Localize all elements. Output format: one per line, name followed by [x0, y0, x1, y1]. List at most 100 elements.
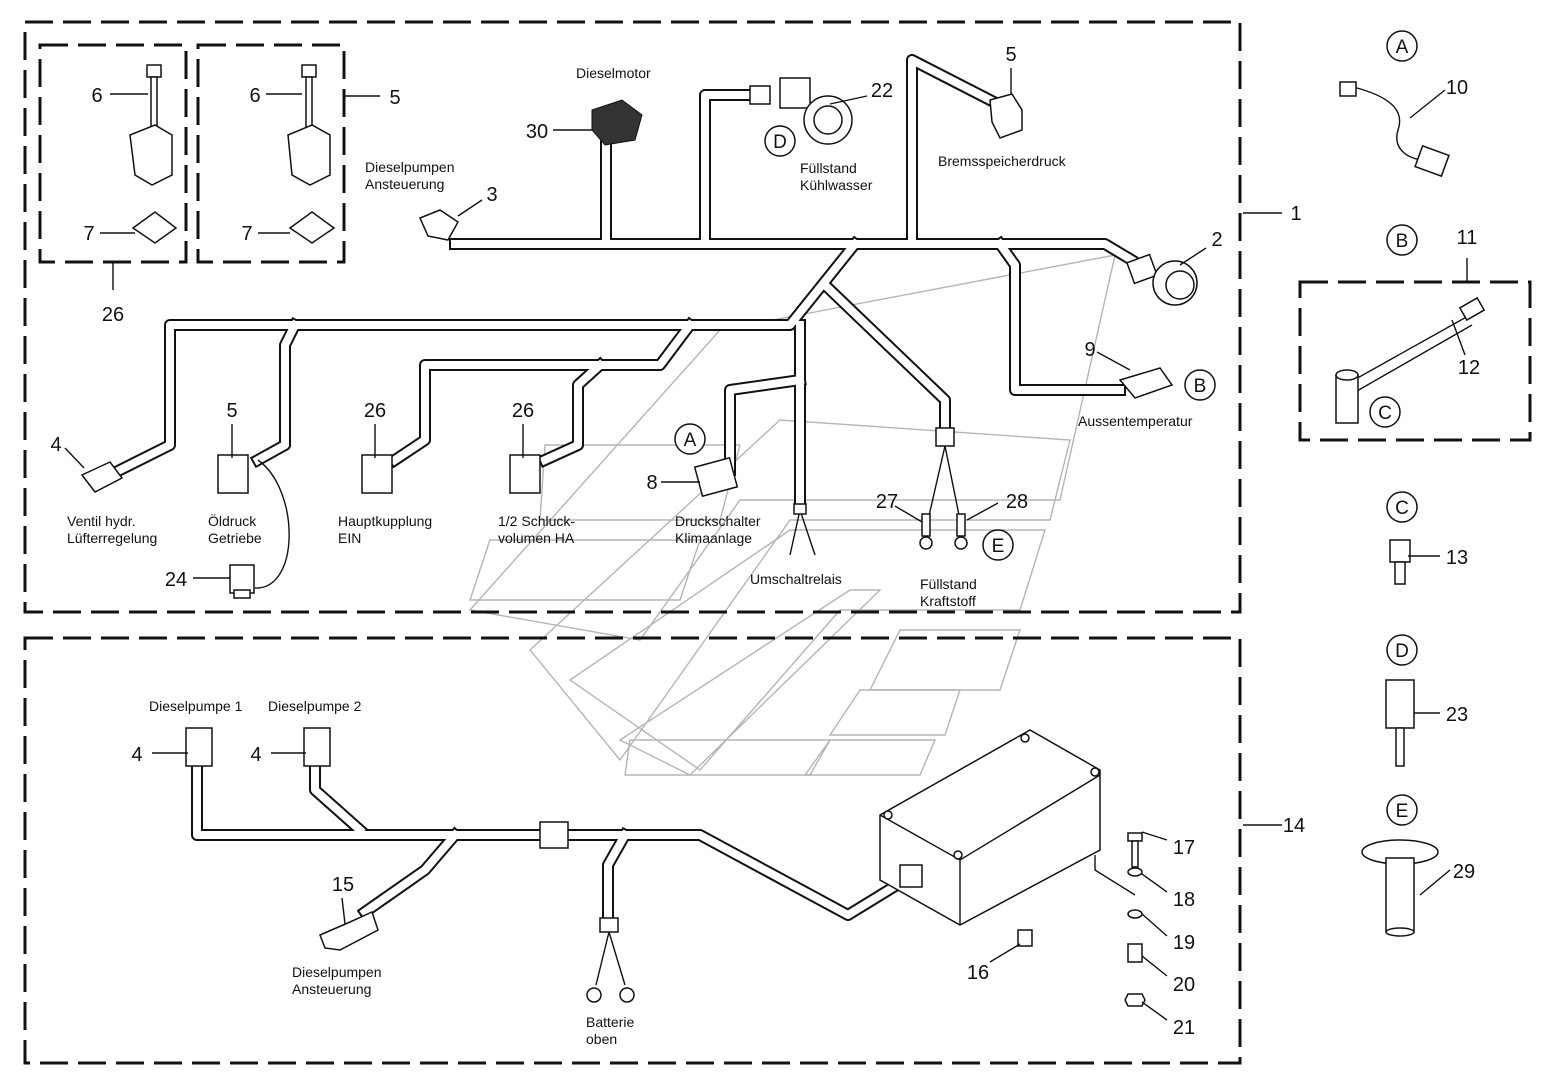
caption-batterie: oben	[586, 1031, 617, 1047]
sensor-icon	[989, 93, 1023, 139]
sensor-icon	[1339, 81, 1357, 97]
connector-icon	[1458, 296, 1486, 322]
caption-bremsspeicherdruck: Bremsspeicherdruck	[938, 153, 1067, 169]
group-box-harness-14	[23, 636, 1242, 1065]
fuel-sender-icon	[1361, 839, 1439, 937]
part-number-21: 21	[1173, 1017, 1195, 1039]
part-number-26: 26	[512, 400, 534, 422]
callout-letter-c: C	[1378, 403, 1392, 424]
part-number-9: 9	[1084, 339, 1095, 361]
connector-icon	[80, 461, 124, 493]
part-number-14: 14	[1283, 815, 1305, 837]
connector-icon	[303, 727, 331, 767]
part-number-11: 11	[1457, 227, 1478, 249]
caption-umschaltrelais: Umschaltrelais	[750, 571, 842, 587]
part-number-4: 4	[50, 434, 61, 456]
caption-fuellstand-kraftstoff: Füllstand	[920, 576, 977, 592]
caption-dieselmotor: Dieselmotor	[576, 65, 651, 81]
group-box-harness-1	[23, 20, 1242, 614]
lower-harness	[191, 759, 914, 926]
group-box-26-right	[196, 43, 346, 264]
part-number-28: 28	[1006, 491, 1028, 513]
connector-icon	[1414, 144, 1450, 178]
caption-oeldruck: Getriebe	[208, 530, 262, 546]
sensor-icon	[1389, 539, 1411, 585]
detail-letter-c: C	[1395, 498, 1409, 519]
caption-fuellstand-kraftstoff: Kraftstoff	[920, 593, 976, 609]
caption-dieselpumpen-ansteuerung: Ansteuerung	[292, 981, 371, 997]
caption-schluckvolumen: volumen HA	[498, 530, 575, 546]
part-number-26: 26	[102, 304, 124, 326]
caption-druckschalter: Klimaanlage	[675, 530, 752, 546]
part-number-20: 20	[1173, 974, 1195, 996]
upper-harness	[111, 54, 1144, 511]
part-number-6: 6	[249, 85, 260, 107]
part-number-8: 8	[646, 472, 657, 494]
caption-druckschalter: Druckschalter	[675, 513, 761, 529]
caption-dieselpumpen-ansteuerung: Dieselpumpen	[292, 964, 382, 980]
caption-fuellstand-kuehlwasser: Füllstand	[800, 160, 857, 176]
caption-dieselpumpe-1: Dieselpumpe 1	[149, 698, 243, 714]
part-number-23: 23	[1446, 704, 1468, 726]
part-number-5: 5	[1005, 44, 1016, 66]
part-number-10: 10	[1446, 77, 1468, 99]
caption-ventil-hydr: Lüfterregelung	[67, 530, 157, 546]
part-number-17: 17	[1173, 837, 1195, 859]
callout-letter-d: D	[773, 132, 787, 153]
ring-terminal-icon	[586, 987, 635, 1003]
part-number-7: 7	[241, 223, 252, 245]
part-number-18: 18	[1173, 889, 1195, 911]
caption-aussentemperatur: Aussentemperatur	[1078, 413, 1193, 429]
part-number-27: 27	[876, 491, 898, 513]
caption-dieselpumpen-ansteuerung: Dieselpumpen	[365, 159, 455, 175]
part-number-7: 7	[83, 223, 94, 245]
part-number-26: 26	[364, 400, 386, 422]
part-number-4: 4	[131, 744, 142, 766]
round-plug-icon	[1335, 369, 1359, 424]
part-number-2: 2	[1211, 229, 1222, 251]
solenoid-valve-icon	[217, 454, 249, 494]
callout-letter-b: B	[1194, 376, 1207, 397]
round-plug-icon	[1126, 253, 1198, 306]
caption-schluckvolumen: 1/2 Schluck-	[498, 513, 575, 529]
solenoid-valve-icon	[129, 124, 173, 186]
part-number-5: 5	[389, 87, 400, 109]
connector-icon	[1118, 367, 1174, 399]
part-number-4: 4	[250, 744, 261, 766]
group-box-item-11	[1298, 280, 1532, 442]
connector-icon	[591, 99, 643, 146]
part-number-19: 19	[1173, 932, 1195, 954]
part-number-22: 22	[871, 80, 893, 102]
connector-icon	[418, 209, 459, 241]
connector-icon	[319, 910, 379, 951]
sensor-icon	[229, 564, 255, 599]
part-number-29: 29	[1453, 861, 1475, 883]
sensor-icon	[1385, 679, 1415, 767]
part-number-30: 30	[526, 121, 548, 143]
ring-terminal-icon	[954, 513, 968, 550]
solenoid-assembly-left	[129, 64, 178, 244]
solenoid-valve-icon	[361, 454, 393, 494]
detail-letter-e: E	[1396, 801, 1409, 822]
ring-terminal-icon	[919, 513, 933, 550]
solenoid-valve-icon	[509, 454, 541, 494]
caption-oeldruck: Öldruck	[208, 512, 257, 529]
detail-letter-d: D	[1395, 641, 1409, 662]
solenoid-valve-icon	[287, 124, 331, 186]
control-box-icon	[879, 729, 1101, 926]
part-number-5: 5	[226, 400, 237, 422]
part-number-16: 16	[967, 962, 989, 984]
connector-icon	[693, 456, 739, 498]
part-number-1: 1	[1290, 203, 1301, 225]
caption-hauptkupplung: EIN	[338, 530, 361, 546]
round-plug-icon	[749, 77, 853, 145]
caption-dieselpumpe-2: Dieselpumpe 2	[268, 698, 362, 714]
caption-hauptkupplung: Hauptkupplung	[338, 513, 432, 529]
part-number-6: 6	[91, 85, 102, 107]
connector-icon	[185, 727, 213, 767]
solenoid-assembly-right	[287, 64, 336, 244]
detail-letter-a: A	[1396, 37, 1409, 58]
part-number-15: 15	[332, 874, 354, 896]
part-number-13: 13	[1446, 547, 1468, 569]
